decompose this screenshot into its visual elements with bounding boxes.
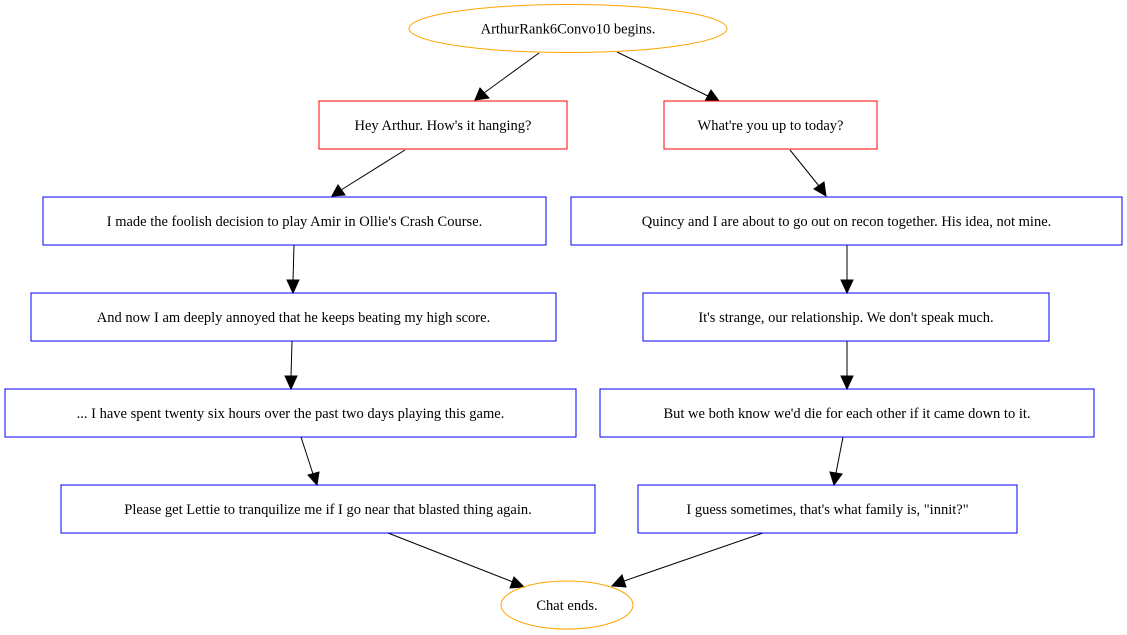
choice-right-label: What're you up to today? bbox=[698, 118, 844, 134]
line-node-left-2: And now I am deeply annoyed that he keep… bbox=[30, 292, 557, 342]
left-2-label: And now I am deeply annoyed that he keep… bbox=[97, 310, 490, 326]
choice-left-label: Hey Arthur. How's it hanging? bbox=[355, 118, 532, 134]
line-node-right-4: I guess sometimes, that's what family is… bbox=[637, 484, 1018, 534]
line-node-left-1: I made the foolish decision to play Amir… bbox=[42, 196, 547, 246]
end-label: Chat ends. bbox=[536, 598, 597, 614]
right-3-label: But we both know we'd die for each other… bbox=[663, 406, 1030, 422]
edge-right-1-to-right-2 bbox=[840, 245, 854, 295]
line-node-right-2: It's strange, our relationship. We don't… bbox=[642, 292, 1050, 342]
start-label: ArthurRank6Convo10 begins. bbox=[481, 22, 656, 38]
edge-right-3-to-right-4 bbox=[829, 436, 844, 487]
choice-left-box bbox=[318, 100, 568, 150]
edge-right-4-to-end bbox=[610, 532, 764, 588]
left-3-label: ... I have spent twenty six hours over t… bbox=[77, 406, 505, 422]
start-ellipse bbox=[408, 4, 728, 53]
left-1-box bbox=[42, 196, 547, 246]
edge-choice-left-to-left-1 bbox=[331, 149, 406, 197]
edge-start-to-choice-left bbox=[474, 52, 540, 101]
start-node: ArthurRank6Convo10 begins. bbox=[408, 4, 728, 53]
edge-left-3-to-left-4 bbox=[300, 436, 320, 487]
edge-left-4-to-end bbox=[387, 532, 526, 589]
left-1-label: I made the foolish decision to play Amir… bbox=[107, 214, 483, 230]
end-ellipse bbox=[500, 580, 634, 630]
edge-left-1-to-left-2 bbox=[286, 244, 300, 295]
left-3-box bbox=[4, 388, 577, 438]
right-2-box bbox=[642, 292, 1050, 342]
right-1-label: Quincy and I are about to go out on reco… bbox=[642, 214, 1052, 230]
edge-start-to-choice-right bbox=[616, 51, 720, 102]
right-4-label: I guess sometimes, that's what family is… bbox=[686, 502, 968, 518]
edge-right-2-to-right-3 bbox=[840, 341, 854, 391]
line-node-right-3: But we both know we'd die for each other… bbox=[599, 388, 1095, 438]
right-1-box bbox=[570, 196, 1123, 246]
edge-choice-right-to-right-1 bbox=[789, 149, 827, 197]
right-4-box bbox=[637, 484, 1018, 534]
left-2-box bbox=[30, 292, 557, 342]
choice-right-box bbox=[663, 100, 878, 150]
right-3-box bbox=[599, 388, 1095, 438]
end-node: Chat ends. bbox=[500, 580, 634, 630]
choice-node-right: What're you up to today? bbox=[663, 100, 878, 150]
left-4-box bbox=[60, 484, 596, 534]
line-node-left-4: Please get Lettie to tranquilize me if I… bbox=[60, 484, 596, 534]
choice-node-left: Hey Arthur. How's it hanging? bbox=[318, 100, 568, 150]
line-node-right-1: Quincy and I are about to go out on reco… bbox=[570, 196, 1123, 246]
right-2-label: It's strange, our relationship. We don't… bbox=[698, 310, 993, 326]
edge-left-2-to-left-3 bbox=[284, 340, 298, 391]
line-node-left-3: ... I have spent twenty six hours over t… bbox=[4, 388, 577, 438]
left-4-label: Please get Lettie to tranquilize me if I… bbox=[124, 502, 531, 518]
